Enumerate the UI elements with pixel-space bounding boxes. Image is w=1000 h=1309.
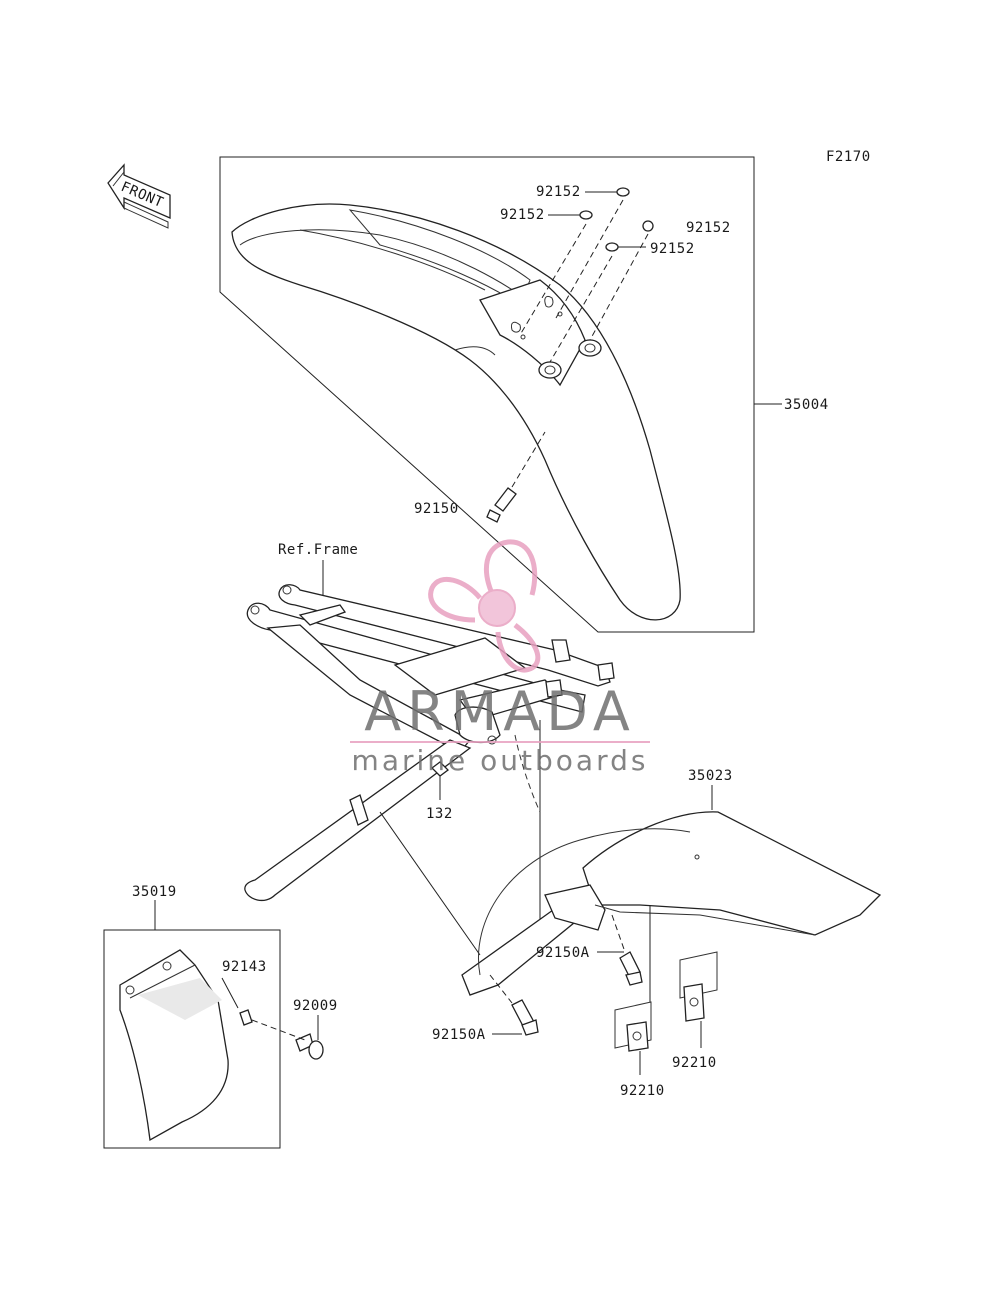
bolt-92150A-a xyxy=(597,914,643,986)
frame-reference xyxy=(244,584,615,902)
mud-flap xyxy=(119,949,229,1142)
diagram-code: F2170 xyxy=(826,149,871,165)
front-arrow-icon: FRONT xyxy=(107,163,171,229)
label-92150: 92150 xyxy=(414,501,459,517)
watermark-tagline: marine outboards xyxy=(352,744,649,777)
collar-92143 xyxy=(221,977,253,1026)
label-35004: 35004 xyxy=(784,397,829,413)
label-35019: 35019 xyxy=(132,884,177,900)
mud-flap-box xyxy=(103,929,281,1149)
washer-92152-group xyxy=(519,187,654,363)
label-92152-d: 92152 xyxy=(650,241,695,257)
bolt-132 xyxy=(431,761,449,800)
screw-92009 xyxy=(251,1015,324,1060)
label-35023: 35023 xyxy=(688,768,733,784)
label-92150A-a: 92150A xyxy=(536,945,590,961)
front-fender xyxy=(231,203,681,621)
label-92009: 92009 xyxy=(293,998,338,1014)
bolt-92150A-b xyxy=(489,974,539,1036)
label-92152-a: 92152 xyxy=(536,184,581,200)
front-fender-box xyxy=(219,156,755,633)
armada-watermark: ARMADA marine outboards xyxy=(350,539,650,777)
label-92210-a: 92210 xyxy=(620,1083,665,1099)
nut-92210-a xyxy=(614,905,652,1075)
bolt-92150 xyxy=(486,431,546,523)
label-92210-b: 92210 xyxy=(672,1055,717,1071)
rear-fender xyxy=(461,811,882,996)
label-92150A-b: 92150A xyxy=(432,1027,486,1043)
label-92143: 92143 xyxy=(222,959,267,975)
label-ref-frame: Ref.Frame xyxy=(278,542,358,558)
nut-92210-b xyxy=(679,951,718,1048)
propeller-logo-icon xyxy=(428,539,541,673)
watermark-brand: ARMADA xyxy=(364,680,636,743)
label-92152-b: 92152 xyxy=(500,207,545,223)
label-92152-c: 92152 xyxy=(686,220,731,236)
label-132: 132 xyxy=(426,806,453,822)
